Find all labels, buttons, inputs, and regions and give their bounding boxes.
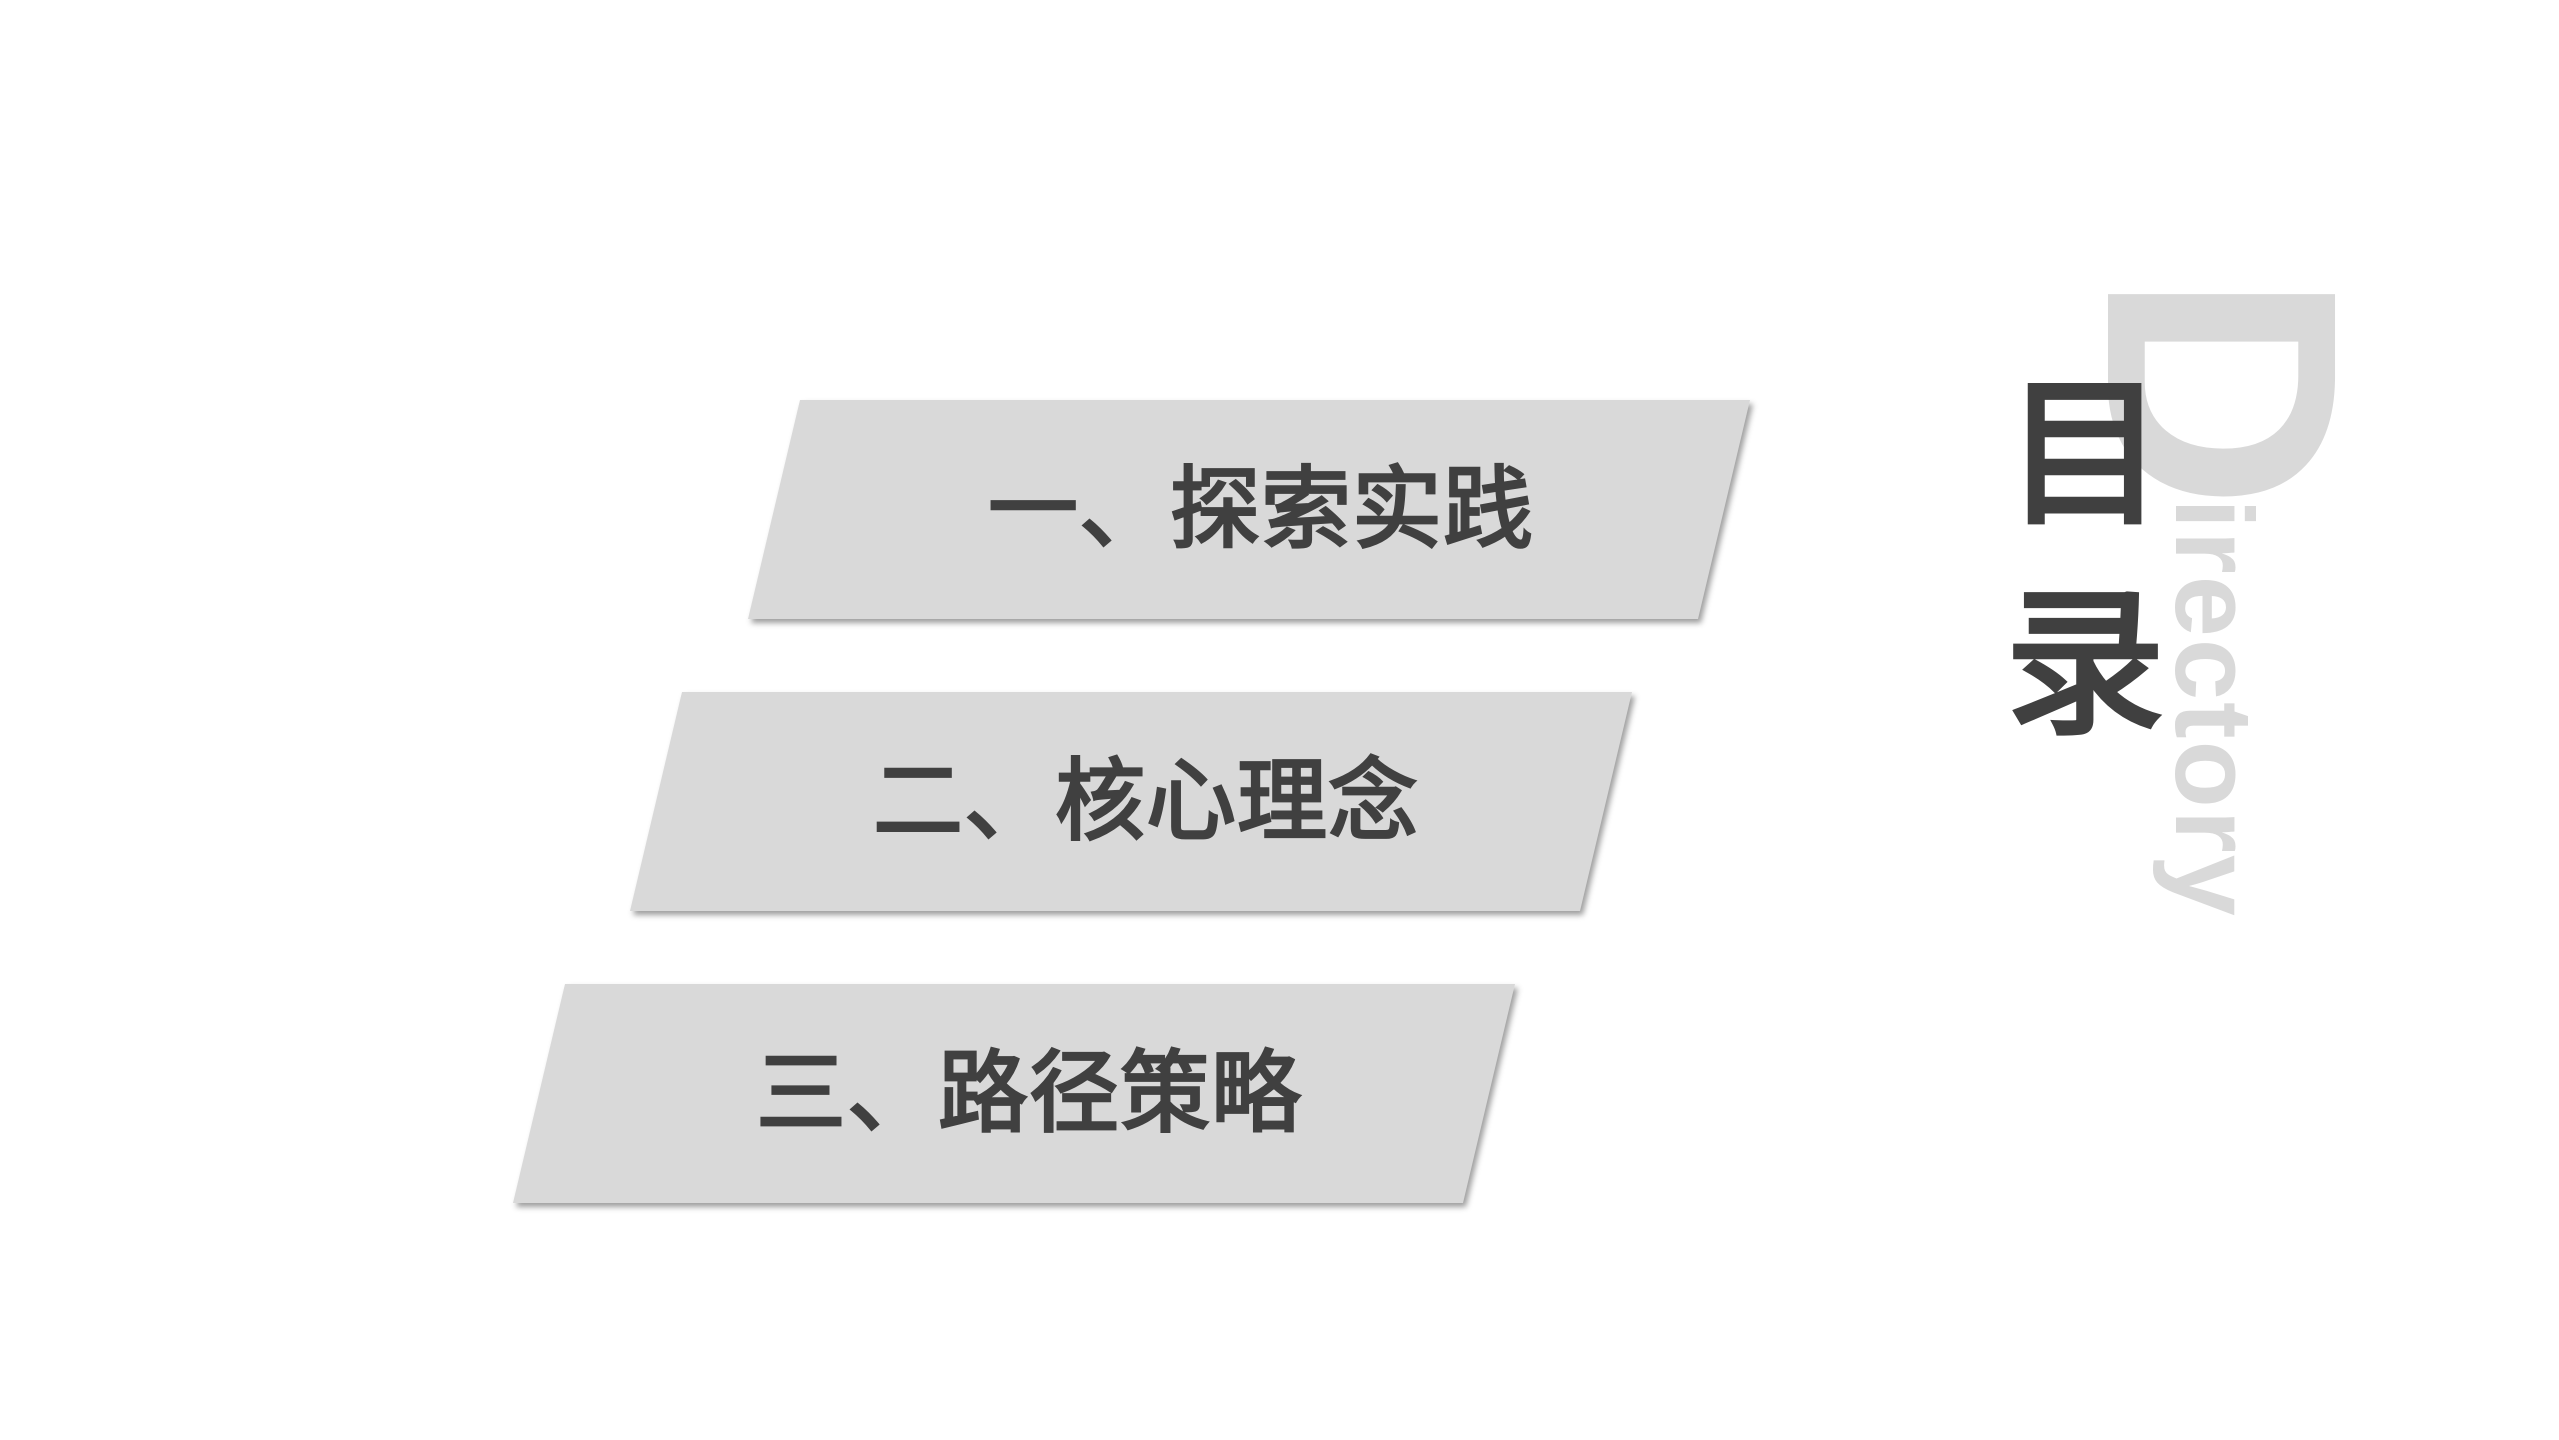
menu-item-label: 三、路径策略 — [756, 1041, 1302, 1146]
menu-item-background — [513, 984, 1515, 1203]
menu-item-background — [748, 400, 1750, 619]
menu-item-core-concept[interactable]: 二、核心理念 — [630, 692, 1632, 911]
page-title-char-1: 目 — [2004, 361, 2165, 548]
page-title: 目 录 — [2000, 350, 2170, 770]
menu-item-exploration-practice[interactable]: 一、探索实践 — [748, 400, 1750, 619]
menu-item-background — [630, 692, 1632, 911]
menu-item-label: 二、核心理念 — [873, 749, 1419, 854]
page-title-char-2: 录 — [2004, 571, 2165, 758]
menu-item-path-strategy[interactable]: 三、路径策略 — [513, 984, 1515, 1203]
menu-item-label: 一、探索实践 — [988, 457, 1534, 562]
